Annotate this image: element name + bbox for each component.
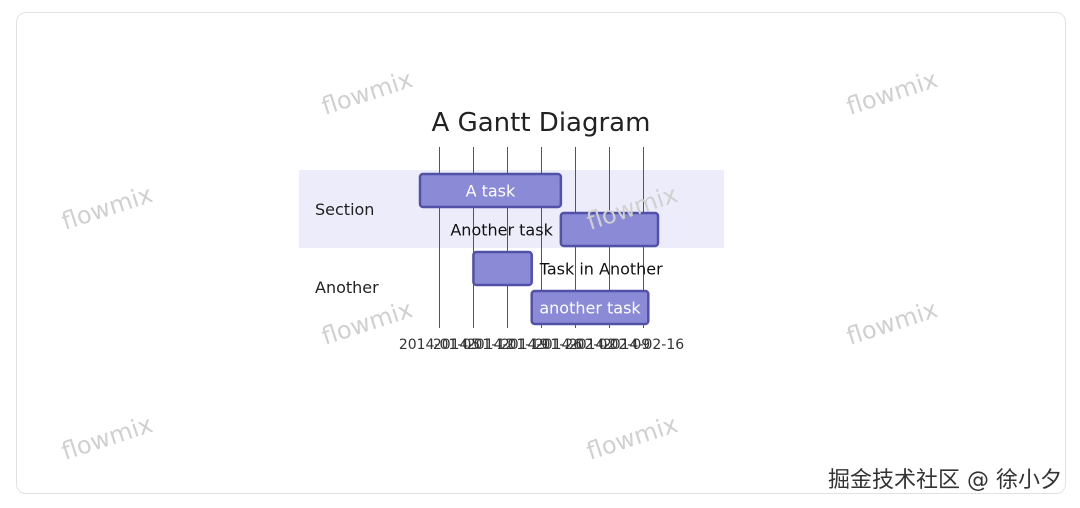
tick-label: 2014-02-09 <box>569 337 650 353</box>
watermark: flowmix <box>583 0 681 6</box>
tick-label: 2014-01-19 <box>467 337 548 353</box>
tick-label: 2014-02-02 <box>535 337 616 353</box>
section-label: Section <box>315 200 374 219</box>
watermark: flowmix <box>843 65 941 121</box>
task-label: Another task <box>450 221 553 240</box>
tick-label: 2014-01-26 <box>501 337 582 353</box>
tick-label: 2014-02-16 <box>603 337 684 353</box>
task-bar[interactable] <box>559 211 660 248</box>
watermark: flowmix <box>58 0 156 6</box>
task-label: another task <box>539 299 641 318</box>
watermark: flowmix <box>58 180 156 236</box>
x-axis-ticks: 2014-01-052014-01-122014-01-192014-01-26… <box>399 337 684 353</box>
watermark: flowmix <box>583 410 681 466</box>
tick-label: 2014-01-12 <box>433 337 514 353</box>
chart-title: A Gantt Diagram <box>432 108 651 138</box>
watermark: flowmix <box>318 65 416 121</box>
section-label: Another <box>315 278 379 297</box>
task-label: Task in Another <box>539 260 663 279</box>
task-label: A task <box>466 182 516 201</box>
task-bar[interactable] <box>472 250 533 287</box>
credit-text: 掘金技术社区 @ 徐小夕 <box>828 468 1062 493</box>
watermark: flowmix <box>843 295 941 351</box>
task-bar[interactable] <box>530 289 650 326</box>
watermark: flowmix <box>58 410 156 466</box>
task-bar[interactable] <box>418 172 563 209</box>
tick-label: 2014-01-05 <box>399 337 480 353</box>
